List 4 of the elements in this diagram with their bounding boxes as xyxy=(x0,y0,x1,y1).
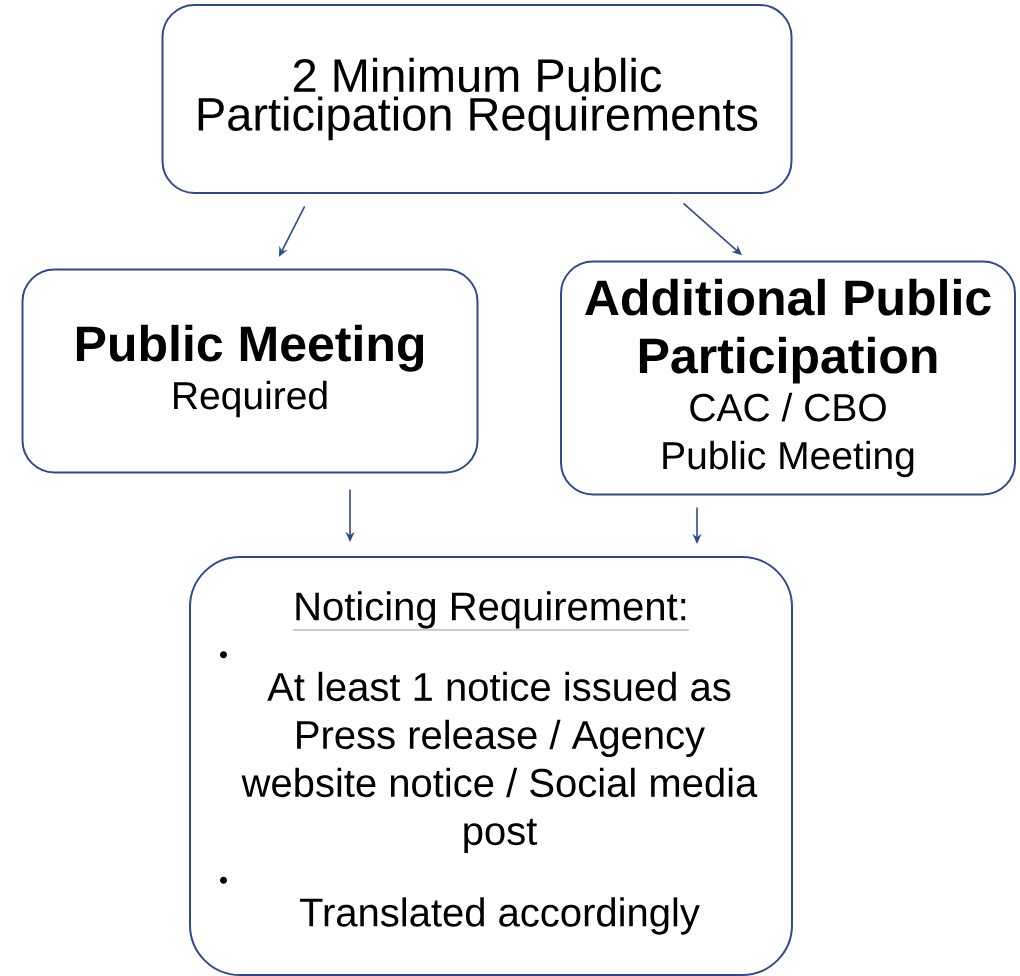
participation-box: Additional Public Participation CAC / CBO Public Meeting xyxy=(560,260,1016,496)
noticing-box: Noticing Requirement: At least 1 notice issued as Press release / Agency website notice / Social media post Translated accordingly xyxy=(189,556,793,976)
requirements-box: 2 Minimum Public Participation Requirements xyxy=(161,4,793,194)
meeting-box: Public Meeting Required xyxy=(21,268,479,474)
